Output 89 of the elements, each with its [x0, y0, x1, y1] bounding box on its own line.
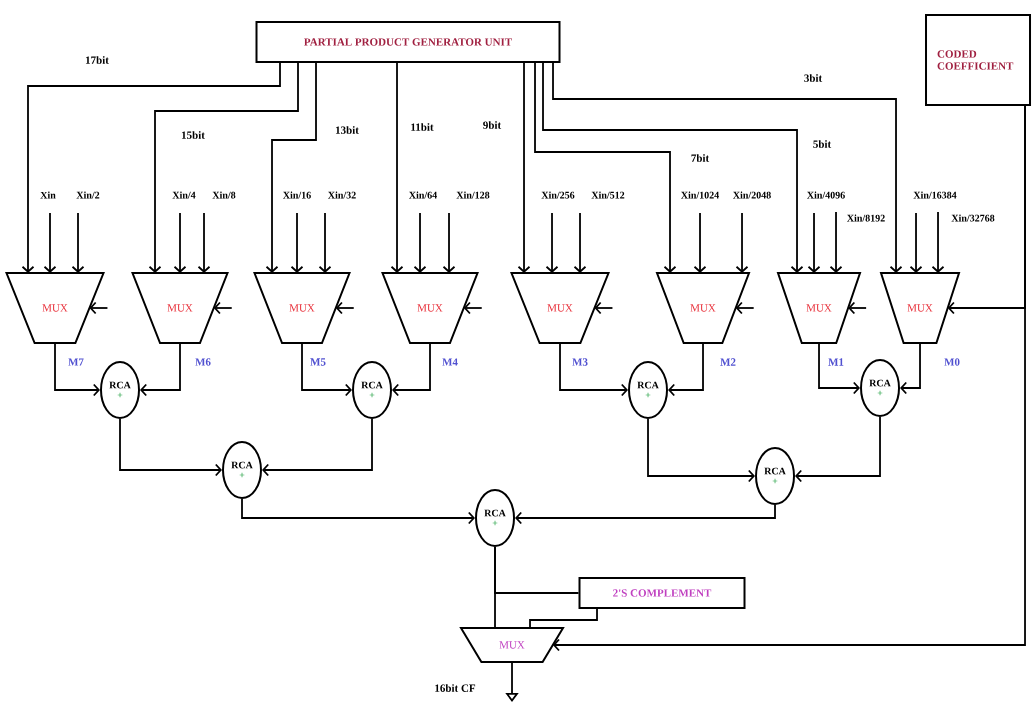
arrow	[552, 61, 903, 273]
arrow	[735, 301, 755, 315]
input-label: Xin/512	[591, 191, 625, 199]
block-box: CODED COEFFICIENT	[925, 14, 1031, 106]
input-label: Xin/32	[328, 191, 356, 199]
arrow	[807, 212, 821, 273]
edge-label: 16bit CF	[433, 683, 477, 693]
input-label: Xin	[40, 191, 56, 199]
input-label: Xin/4096	[807, 191, 845, 199]
arrow	[148, 61, 299, 273]
edge-label: 15bit	[180, 130, 206, 140]
edge-label: 7bit	[689, 153, 711, 163]
arrow	[442, 212, 456, 273]
input-label: Xin/16384	[913, 191, 957, 199]
arrow	[693, 212, 707, 273]
arrow	[909, 212, 923, 273]
arrow	[173, 212, 187, 273]
arrow	[335, 301, 355, 315]
edge-label: M0	[943, 357, 961, 367]
mux-trapezoid: MUX	[510, 272, 610, 344]
edge-label: M5	[309, 357, 327, 367]
mux-trapezoid: MUX	[5, 272, 105, 344]
edge-label: M1	[827, 357, 845, 367]
mux-trapezoid: MUX	[253, 272, 351, 344]
input-label: Xin/128	[456, 191, 490, 199]
arrow	[594, 301, 614, 315]
edge-label: M4	[441, 357, 459, 367]
edge-label: 17bit	[84, 55, 110, 65]
arrow	[119, 418, 222, 477]
edge-label: 11bit	[409, 122, 435, 132]
arrow	[931, 211, 945, 273]
connector-line	[494, 546, 580, 594]
arrow	[735, 212, 749, 273]
arrow	[390, 61, 404, 273]
edge-label: M6	[194, 357, 212, 367]
arrow	[290, 212, 304, 273]
mux-trapezoid: MUX	[131, 272, 229, 344]
connector-line	[529, 607, 598, 629]
input-label: Xin/8192	[847, 214, 885, 222]
arrow	[517, 61, 531, 273]
arrow	[647, 418, 755, 483]
arrow	[542, 61, 804, 273]
input-label: Xin/64	[409, 191, 437, 199]
arrow	[43, 212, 57, 273]
arrow	[89, 301, 109, 315]
input-label: Xin/4	[172, 191, 196, 199]
edge-label: M3	[571, 357, 589, 367]
arrow	[900, 342, 921, 395]
edge-label: 5bit	[811, 139, 833, 149]
mux-trapezoid: MUX	[381, 272, 479, 344]
arrow	[573, 212, 587, 273]
edge-label: M2	[719, 357, 737, 367]
arrow	[515, 504, 776, 525]
arrow	[318, 212, 332, 273]
arrow	[197, 212, 211, 273]
arrow	[262, 418, 373, 477]
edge-label: 9bit	[481, 120, 503, 130]
arrow	[552, 104, 1026, 652]
input-label: Xin/2048	[733, 191, 771, 199]
arrow	[463, 301, 483, 315]
arrow	[213, 301, 233, 315]
input-label: Xin/2	[76, 191, 100, 199]
arrow	[818, 342, 860, 395]
arrow	[265, 61, 317, 273]
arrow	[301, 342, 352, 397]
arrow	[545, 212, 559, 273]
arrow	[829, 211, 843, 273]
input-label: Xin/16	[283, 191, 311, 199]
input-label: Xin/8	[212, 191, 236, 199]
input-label: Xin/32768	[951, 214, 995, 222]
arrow	[559, 342, 628, 397]
edge-label: 3bit	[802, 73, 824, 83]
arrow	[21, 61, 281, 273]
edge-label: 13bit	[334, 125, 360, 135]
input-label: Xin/256	[541, 191, 575, 199]
arrow	[668, 342, 704, 397]
arrow	[241, 498, 475, 525]
block-box: 2'S COMPLEMENT	[578, 577, 746, 609]
arrow	[140, 342, 181, 397]
arrow	[54, 342, 100, 397]
edge-label: M7	[67, 357, 85, 367]
arrow	[534, 61, 677, 273]
arrow	[848, 301, 868, 315]
arrow	[413, 212, 427, 273]
input-label: Xin/1024	[681, 191, 719, 199]
arrow	[392, 342, 431, 397]
arrow	[795, 416, 881, 483]
arrow	[71, 212, 85, 273]
block-box: PARTIAL PRODUCT GENERATOR UNIT	[255, 21, 561, 63]
